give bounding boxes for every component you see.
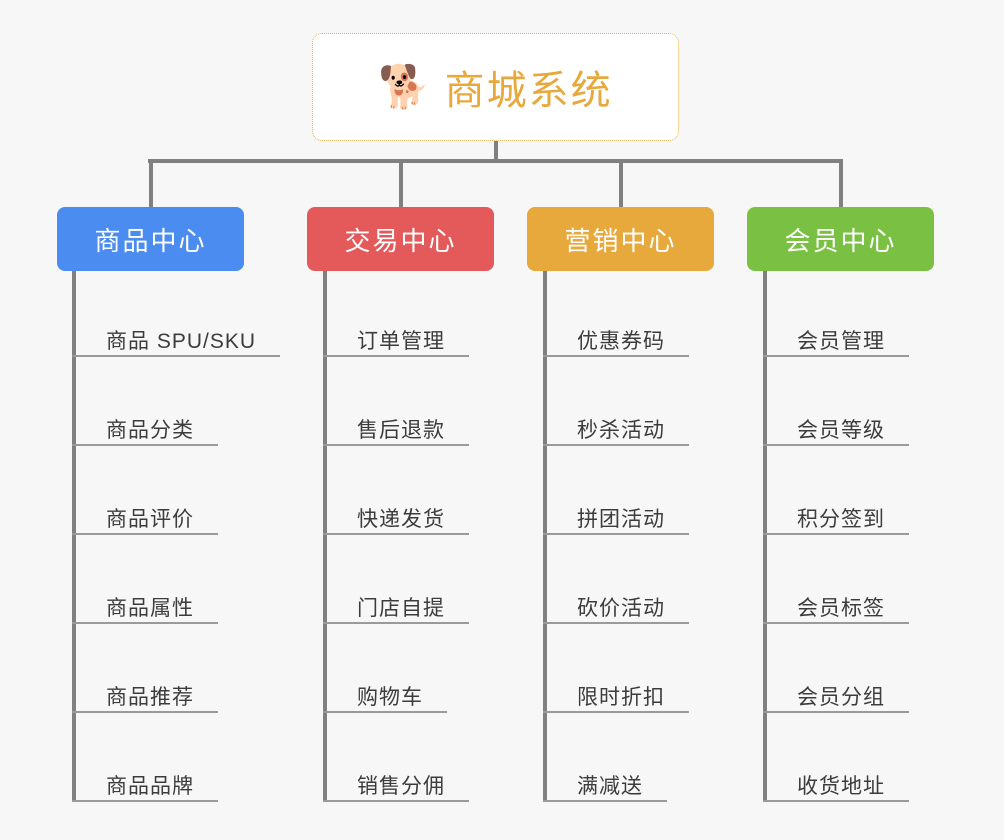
leaf-label[interactable]: 会员管理 (797, 330, 885, 353)
leaf-label[interactable]: 销售分佣 (357, 775, 445, 798)
leaf-underline (543, 711, 689, 713)
leaf-label[interactable]: 订单管理 (357, 330, 445, 353)
leaf-underline (763, 533, 909, 535)
leaf-underline (543, 800, 667, 802)
leaf-label[interactable]: 商品评价 (106, 508, 194, 531)
connector-drop-trade-center (398, 159, 403, 207)
root-title: 商城系统 (444, 69, 613, 113)
leaf-underline (72, 622, 218, 624)
root-node[interactable]: 🐕 商城系统 (312, 33, 679, 141)
leaf-label[interactable]: 收货地址 (797, 775, 885, 798)
leaf-label[interactable]: 商品品牌 (106, 775, 194, 798)
leaf-label[interactable]: 门店自提 (357, 597, 445, 620)
leaf-label[interactable]: 秒杀活动 (577, 419, 665, 442)
column-header-product-center[interactable]: 商品中心 (57, 207, 244, 271)
leaf-label[interactable]: 商品分类 (106, 419, 194, 442)
leaf-label[interactable]: 限时折扣 (577, 686, 665, 709)
connector-drop-product-center (148, 159, 153, 207)
leaf-label[interactable]: 商品 SPU/SKU (106, 330, 257, 353)
leaf-underline (763, 444, 909, 446)
leaf-underline (323, 533, 469, 535)
leaf-underline (323, 800, 469, 802)
leaf-label[interactable]: 优惠券码 (577, 330, 665, 353)
leaf-underline (72, 533, 218, 535)
leaf-label[interactable]: 购物车 (357, 686, 423, 709)
column-spine-member-center (763, 271, 767, 802)
shiba-dog-face-icon: 🐕 (378, 63, 431, 110)
leaf-label[interactable]: 拼团活动 (577, 508, 665, 531)
leaf-underline (72, 355, 281, 357)
leaf-label[interactable]: 商品推荐 (106, 686, 194, 709)
leaf-label[interactable]: 商品属性 (106, 597, 194, 620)
connector-drop-member-center (838, 159, 843, 207)
column-header-member-center[interactable]: 会员中心 (747, 207, 934, 271)
leaf-label[interactable]: 积分签到 (797, 508, 885, 531)
leaf-label[interactable]: 砍价活动 (577, 597, 665, 620)
leaf-label[interactable]: 会员分组 (797, 686, 885, 709)
column-spine-marketing-center (543, 271, 547, 802)
leaf-underline (763, 711, 909, 713)
leaf-underline (763, 355, 909, 357)
column-header-trade-center[interactable]: 交易中心 (307, 207, 494, 271)
leaf-underline (72, 711, 218, 713)
column-header-marketing-center[interactable]: 营销中心 (527, 207, 714, 271)
leaf-underline (543, 533, 689, 535)
leaf-underline (543, 444, 689, 446)
leaf-underline (323, 444, 469, 446)
leaf-underline (72, 444, 218, 446)
leaf-underline (323, 622, 469, 624)
column-spine-trade-center (323, 271, 327, 802)
leaf-label[interactable]: 会员等级 (797, 419, 885, 442)
leaf-underline (543, 622, 689, 624)
column-spine-product-center (72, 271, 76, 802)
leaf-underline (763, 622, 909, 624)
leaf-underline (72, 800, 218, 802)
leaf-underline (323, 355, 469, 357)
leaf-underline (323, 711, 447, 713)
leaf-label[interactable]: 售后退款 (357, 419, 445, 442)
connector-drop-marketing-center (618, 159, 623, 207)
connector-root-stem (494, 141, 498, 163)
leaf-underline (763, 800, 909, 802)
leaf-label[interactable]: 满减送 (577, 775, 643, 798)
leaf-label[interactable]: 快递发货 (357, 508, 445, 531)
connector-horizontal-bus (148, 159, 840, 163)
leaf-label[interactable]: 会员标签 (797, 597, 885, 620)
leaf-underline (543, 355, 689, 357)
